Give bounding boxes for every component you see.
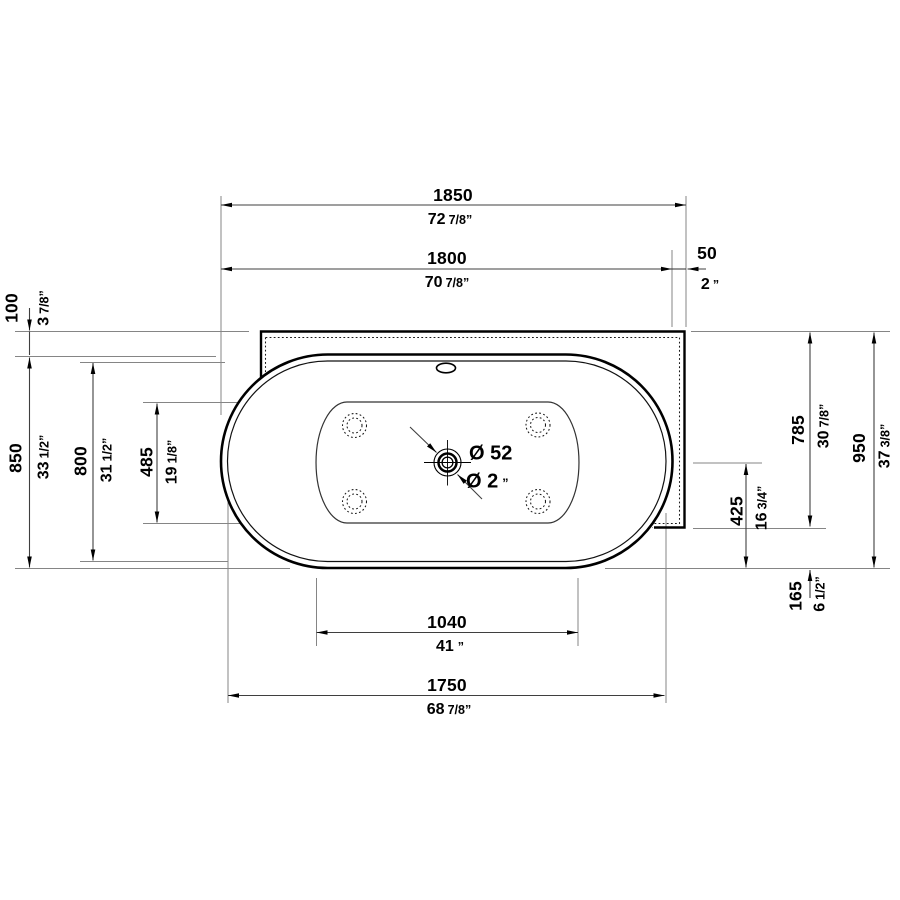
dim-485-metric-label: 485	[137, 447, 157, 477]
drain: Ø 52 Ø 2”	[409, 426, 512, 500]
jet-icon	[346, 417, 363, 434]
dim-50-metric-label: 50	[697, 243, 717, 263]
dim-100-metric-label: 100	[2, 293, 22, 323]
jet-icon	[529, 416, 547, 434]
drain-leader-line	[457, 474, 483, 500]
dim-1750-metric-label: 1750	[427, 675, 467, 695]
dim-850: 850 331/2”	[6, 357, 53, 568]
drain-diameter-metric-label: Ø 52	[469, 443, 512, 465]
dim-165: 165 61/2”	[786, 570, 829, 612]
dim-425: 425 163/4”	[727, 464, 771, 568]
jet-icon	[341, 488, 368, 515]
dim-800-metric-label: 800	[71, 446, 91, 476]
tub-outer-outline	[219, 353, 674, 570]
dim-1040-inch-label: 41”	[436, 638, 464, 655]
dim-850-inch-label: 331/2”	[36, 435, 53, 479]
dim-165-metric-label: 165	[786, 581, 806, 611]
dim-50: 50 2”	[672, 243, 719, 293]
dim-950-inch-label: 373/8”	[877, 424, 894, 468]
basin-outline	[315, 401, 580, 524]
dim-425-inch-label: 163/4”	[754, 486, 771, 530]
jet-icon	[529, 493, 547, 510]
dim-1040-metric-label: 1040	[427, 612, 467, 632]
dim-485-inch-label: 191/8”	[164, 440, 181, 484]
dim-785: 785 307/8”	[788, 332, 833, 527]
dim-1850-metric-label: 1850	[433, 185, 473, 205]
extension-lines	[15, 196, 890, 703]
dim-800: 800 311/2”	[71, 363, 116, 561]
dim-785-metric-label: 785	[788, 415, 808, 445]
dim-950-metric-label: 950	[849, 433, 869, 463]
dim-50-inch-label: 2”	[701, 276, 719, 293]
dim-1040: 1040 41”	[316, 612, 578, 655]
dim-950: 950 373/8”	[849, 332, 894, 568]
drain-leader-line	[409, 426, 437, 453]
faucet-hole	[435, 362, 457, 374]
jet-icon	[525, 488, 551, 515]
dim-800-inch-label: 311/2”	[99, 438, 116, 482]
tub	[219, 353, 674, 570]
dim-850-metric-label: 850	[6, 443, 26, 473]
dim-485: 485 191/8”	[137, 403, 181, 523]
whirl-jets	[341, 412, 551, 515]
panel-edge-solid	[259, 330, 686, 529]
jet-icon	[346, 493, 363, 510]
jet-icon	[341, 412, 368, 439]
dim-100: 100 37/8”	[2, 290, 53, 355]
jet-icon	[525, 412, 551, 438]
drain-diameter-inch-label: Ø 2”	[466, 471, 509, 493]
dim-1800-metric-label: 1800	[427, 248, 467, 268]
dim-425-metric-label: 425	[727, 496, 747, 526]
tub-inner-rim	[226, 360, 667, 563]
dim-100-inch-label: 37/8”	[36, 290, 53, 326]
dim-165-inch-label: 61/2”	[812, 576, 829, 612]
dim-785-inch-label: 307/8”	[816, 404, 833, 448]
